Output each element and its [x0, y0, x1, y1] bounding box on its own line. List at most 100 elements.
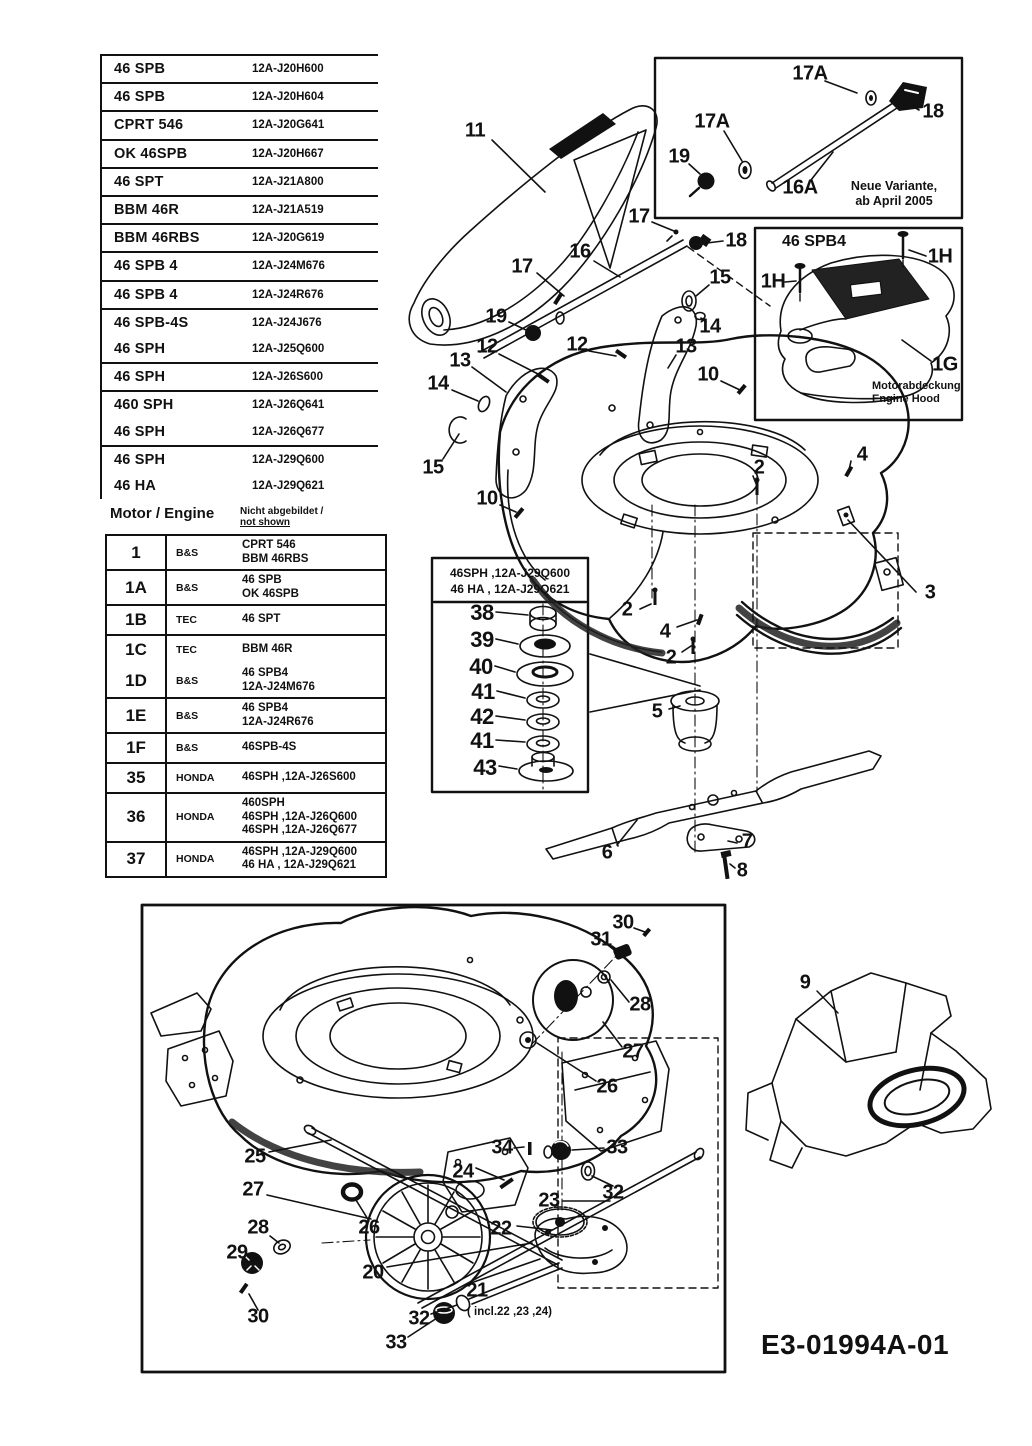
callout-42: 42 — [470, 704, 494, 729]
model-name: 46 SPB-4S — [114, 314, 189, 331]
spb4-inset-title: 46 SPB4 — [781, 233, 847, 250]
callout-18: 18 — [725, 229, 747, 252]
callout-41: 41 — [471, 679, 495, 704]
engine-ref: 1D — [107, 664, 167, 697]
callout-30: 30 — [612, 911, 634, 934]
callout-21: 21 — [466, 1279, 488, 1302]
model-name: 46 SPH — [114, 340, 166, 357]
engine-models: 46 SPB4 12A-J24M676 — [242, 667, 315, 693]
model-name: 46 SPT — [114, 173, 164, 190]
models-table-row: 46 HA 12A-J29Q621 — [102, 473, 378, 499]
engine-ref: 1C — [107, 636, 167, 664]
callout-27: 27 — [622, 1040, 644, 1063]
main-diagram-art — [408, 104, 917, 880]
engine-models: 46SPH ,12A-J26S600 — [242, 771, 356, 784]
engine-brand: B&S — [176, 674, 199, 687]
engine-ref: 1E — [107, 699, 167, 732]
callout-34: 34 — [491, 1136, 513, 1159]
callout-1H: 1H — [927, 245, 953, 268]
engine-models: 46 SPB4 12A-J24R676 — [242, 702, 314, 728]
engine-brand: TEC — [176, 644, 197, 656]
callout-4: 4 — [856, 443, 868, 466]
callout-32: 32 — [408, 1307, 430, 1330]
part-number: 12A-J20G619 — [252, 232, 325, 245]
engine-brand: HONDA — [176, 811, 215, 824]
callout-19: 19 — [485, 305, 507, 328]
engine-ref: 36 — [107, 794, 167, 841]
part-number: 12A-J20H600 — [252, 63, 324, 76]
engine-ref: 1F — [107, 734, 167, 762]
stack-inset-header: 46SPH ,12A-J29Q600 46 HA , 12A-J29Q621 — [449, 566, 571, 596]
part-number: 12A-J26Q641 — [252, 399, 325, 412]
bottom-diagram-art — [150, 905, 719, 1338]
callout-1H: 1H — [760, 270, 786, 293]
note-line-de: Nicht abgebildet / — [240, 506, 324, 517]
callout-15: 15 — [709, 266, 731, 289]
callout-4: 4 — [659, 620, 671, 643]
part-number: 12A-J26S600 — [252, 371, 323, 384]
part-number: 12A-J29Q600 — [252, 453, 325, 466]
callout-10: 10 — [476, 487, 498, 510]
callout-31: 31 — [590, 928, 612, 951]
model-name: 46 HA — [114, 477, 157, 494]
callout-12: 12 — [566, 333, 588, 356]
model-name: 46 SPH — [114, 369, 166, 386]
variant-note: Neue Variante, ab April 2005 — [850, 179, 938, 208]
callout-23: 23 — [538, 1189, 560, 1212]
models-table-row: 46 SPH 12A-J26S600 — [102, 364, 378, 393]
callout-2: 2 — [665, 646, 677, 669]
callout-19: 19 — [668, 145, 690, 168]
callout-26: 26 — [596, 1075, 618, 1098]
model-name: OK 46SPB — [114, 145, 188, 162]
callout-33: 33 — [385, 1331, 407, 1354]
engine-models: 460SPH 46SPH ,12A-J26Q600 46SPH ,12A-J26… — [242, 797, 358, 836]
callout-16A: 16A — [782, 176, 818, 199]
callout-10: 10 — [697, 363, 719, 386]
engine-table-row: 36 HONDA 460SPH 46SPH ,12A-J26Q600 46SPH ,… — [107, 794, 385, 843]
engine-brand: B&S — [176, 742, 199, 754]
engine-ref: 35 — [107, 764, 167, 792]
callout-24: 24 — [452, 1160, 474, 1183]
callout-16: 16 — [569, 240, 591, 263]
callout-2: 2 — [753, 456, 765, 479]
engine-models: 46 SPB OK 46SPB — [242, 574, 299, 600]
engine-hood-art — [777, 231, 955, 404]
engine-models: 46SPH ,12A-J29Q600 46 HA , 12A-J29Q621 — [242, 845, 358, 872]
engine-hood-caption: Motorabdeckung Engine Hood — [872, 380, 961, 405]
engine-brand: HONDA — [176, 772, 215, 784]
callout-3: 3 — [924, 581, 936, 604]
callout-26: 26 — [358, 1216, 380, 1239]
engine-table-title: Motor / Engine — [110, 505, 215, 522]
callout-40: 40 — [469, 654, 493, 679]
model-name: 46 SPB 4 — [114, 286, 178, 303]
part-number: 12A-J29Q621 — [252, 479, 325, 492]
callout-28: 28 — [247, 1216, 269, 1239]
model-name: BBM 46RBS — [114, 230, 200, 247]
callout-41: 41 — [470, 728, 494, 753]
callout-15: 15 — [422, 456, 444, 479]
note-line-en: not shown — [240, 517, 290, 528]
callout-29: 29 — [226, 1241, 248, 1264]
callout-39: 39 — [470, 627, 494, 652]
callout-9: 9 — [799, 971, 811, 994]
callout-2: 2 — [621, 598, 633, 621]
callout-17: 17 — [511, 255, 533, 278]
callout-6: 6 — [601, 841, 613, 864]
engine-ref: 1 — [107, 536, 167, 569]
